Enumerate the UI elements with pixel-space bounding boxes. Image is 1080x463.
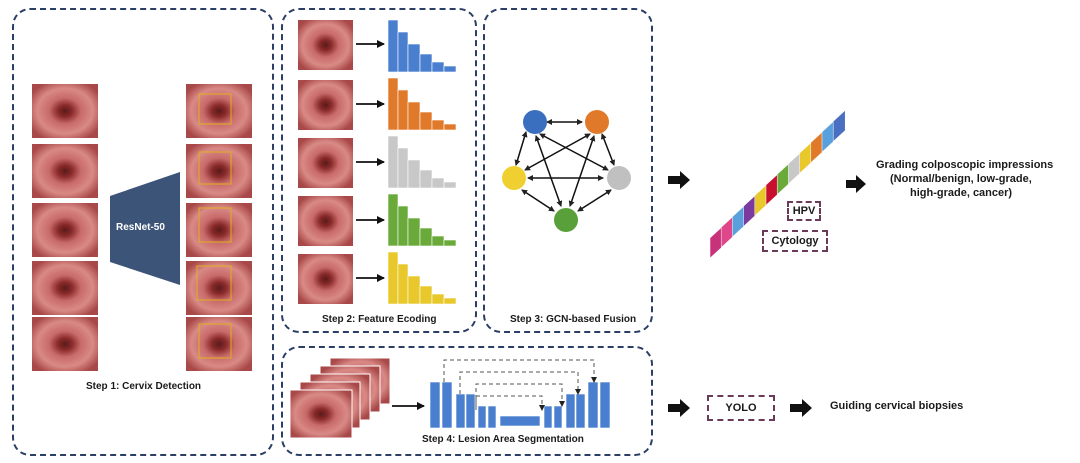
unet-block <box>599 381 611 429</box>
step2-panel <box>281 8 477 333</box>
fused-bar-segment <box>788 152 801 185</box>
unet-block <box>553 405 563 429</box>
fused-bar-segment <box>832 109 846 142</box>
grading-text-line2: (Normal/benign, low-grade, <box>890 173 1032 185</box>
unet-block <box>477 405 487 429</box>
step1-panel <box>12 8 274 456</box>
gcn-node-gray <box>607 166 631 190</box>
fused-bar-segment <box>799 141 812 174</box>
fused-bar-segment <box>754 184 768 217</box>
fused-bar-segment <box>810 131 824 164</box>
feature-stack-5 <box>387 251 457 305</box>
fused-bar-segment <box>821 120 835 153</box>
fused-feature-bar <box>709 109 846 259</box>
feature-encoding-stacks <box>387 19 457 305</box>
fused-bar-segment <box>743 194 756 227</box>
yolo-box: YOLO <box>707 395 775 421</box>
step3-panel <box>483 8 653 333</box>
step4-image-stack <box>289 357 391 439</box>
cytology-box: Cytology <box>762 230 828 252</box>
hpv-box: HPV <box>787 201 821 221</box>
unet-block <box>487 405 497 429</box>
step1-input-images <box>32 84 98 371</box>
unet-block <box>499 415 541 427</box>
fused-bar-segment <box>732 205 745 238</box>
step1-output-images <box>186 84 252 371</box>
unet-block <box>441 381 453 429</box>
step3-label: Step 3: GCN-based Fusion <box>510 314 637 325</box>
unet-skip-connections <box>443 359 597 411</box>
feature-stack-1 <box>387 19 457 73</box>
gcn-node-orange <box>585 110 609 134</box>
gcn-node-blue <box>523 110 547 134</box>
fused-bar-segment <box>720 215 734 248</box>
step2-images <box>298 20 353 304</box>
step4-panel <box>281 346 653 456</box>
feature-stack-4 <box>387 193 457 247</box>
resnet-trapezoid-icon <box>110 172 180 285</box>
fused-bar-segment <box>709 226 723 259</box>
fused-bar-segment <box>776 162 790 195</box>
flow-arrows <box>668 171 866 417</box>
step1-label: Step 1: Cervix Detection <box>86 381 202 392</box>
fused-bar-segment <box>765 173 779 206</box>
resnet-label: ResNet-50 <box>116 222 165 233</box>
unet-block <box>465 393 476 429</box>
step4-label: Step 4: Lesion Area Segmentation <box>422 434 584 445</box>
grading-text-line1: Grading colposcopic impressions <box>876 159 1054 171</box>
unet-block <box>565 393 576 429</box>
step2-label: Step 2: Feature Ecoding <box>322 314 437 325</box>
unet-block <box>543 405 553 429</box>
unet-block <box>429 381 441 429</box>
biopsy-text: Guiding cervical biopsies <box>830 400 964 412</box>
gcn-node-yellow <box>502 166 526 190</box>
gcn-node-green <box>554 208 578 232</box>
gcn-graph <box>514 119 615 212</box>
step2-arrows <box>356 40 385 282</box>
feature-stack-3 <box>387 135 457 189</box>
grading-text-line3: high-grade, cancer) <box>910 187 1013 199</box>
unet-segmentation-icon <box>429 381 611 429</box>
feature-stack-2 <box>387 77 457 131</box>
